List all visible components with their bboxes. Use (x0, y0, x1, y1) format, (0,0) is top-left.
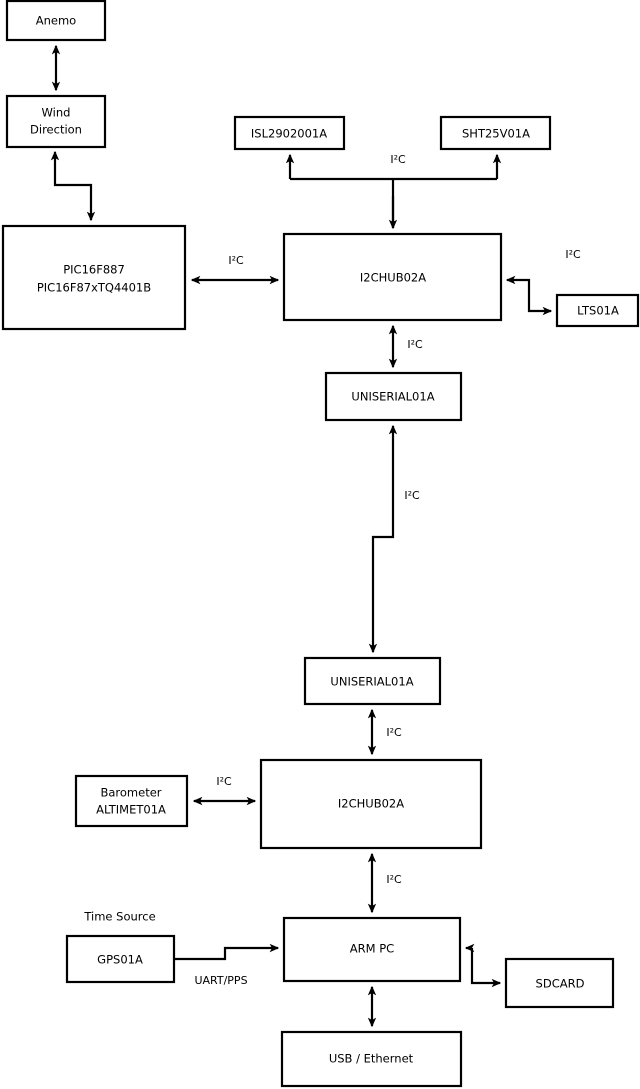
node-lts01a[interactable]: LTS01A (555, 293, 640, 328)
edge-wind-pic (50, 150, 96, 222)
edge-hub-bot-armpc: I²C (367, 852, 402, 914)
edge-label-barometer-hub: I²C (216, 775, 232, 788)
node-sdcard[interactable]: SDCARD (504, 957, 615, 1009)
node-usb-ethernet[interactable]: USB / Ethernet (280, 1030, 463, 1088)
node-label-wind-line1: Wind (42, 106, 71, 120)
edge-label-hub-lts: I²C (565, 248, 581, 261)
edge-uniserial-dn-hub-bot: I²C (367, 708, 402, 756)
edge-label-hub-armpc: I²C (386, 873, 402, 886)
node-wind-direction[interactable]: Wind Direction (5, 94, 107, 149)
edge-label-uniserial-hub-bot: I²C (386, 726, 402, 739)
node-label-wind-line2: Direction (30, 123, 82, 137)
node-barometer[interactable]: Barometer ALTIMET01A (74, 774, 189, 828)
node-label-sdcard: SDCARD (536, 977, 585, 991)
node-label-uniserial-dn: UNISERIAL01A (330, 675, 413, 689)
node-label-isl: ISL2902001A (251, 127, 327, 141)
edge-hub-top-sensors: I²C (285, 153, 502, 230)
edge-label-gps-armpc: UART/PPS (194, 974, 247, 987)
node-gps01a[interactable]: GPS01A (65, 934, 176, 984)
node-label-usbeth: USB / Ethernet (329, 1052, 414, 1066)
label-time-source: Time Source (83, 910, 155, 924)
node-label-barometer-line2: ALTIMET01A (96, 803, 166, 817)
node-uniserial01a-upper[interactable]: UNISERIAL01A (324, 371, 463, 422)
node-uniserial01a-lower[interactable]: UNISERIAL01A (303, 656, 442, 706)
node-i2chub02a-top[interactable]: I2CHUB02A (282, 232, 503, 322)
node-sht25v01a[interactable]: SHT25V01A (439, 115, 552, 151)
edge-label-hub-sensors: I²C (390, 153, 406, 166)
node-label-pic-line2: PIC16F87xTQ4401B (37, 281, 151, 295)
node-isl2902001a[interactable]: ISL2902001A (233, 115, 346, 151)
node-label-armpc: ARM PC (350, 942, 394, 956)
edge-barometer-hub-bot: I²C (192, 775, 257, 806)
edge-label-uniserial-uniserial: I²C (404, 489, 420, 502)
node-i2chub02a-bottom[interactable]: I2CHUB02A (259, 758, 483, 850)
node-label-gps: GPS01A (97, 953, 143, 967)
node-label-barometer-line1: Barometer (100, 786, 161, 800)
edge-hub-top-uniserial-up: I²C (388, 324, 423, 369)
edge-gps-armpc: UART/PPS (174, 943, 280, 987)
node-label-sht: SHT25V01A (462, 127, 530, 141)
node-label-uniserial-up: UNISERIAL01A (351, 390, 434, 404)
node-label-hub-top: I2CHUB02A (360, 271, 426, 285)
node-label-lts: LTS01A (577, 304, 619, 318)
node-label-anemo: Anemo (36, 14, 76, 28)
edge-label-hub-uniserial: I²C (407, 338, 423, 351)
edge-uniserial-uniserial: I²C (368, 424, 420, 654)
edge-armpc-sdcard (464, 943, 502, 988)
edge-pic-hub-top: I²C (190, 254, 280, 285)
node-arm-pc[interactable]: ARM PC (282, 916, 462, 983)
node-label-pic-line1: PIC16F887 (63, 263, 125, 277)
edge-hub-top-lts: I²C (505, 248, 581, 316)
node-pic-mcu[interactable]: PIC16F887 PIC16F87xTQ4401B (1, 224, 187, 331)
node-label-hub-bot: I2CHUB02A (338, 797, 404, 811)
node-anemo[interactable]: Anemo (5, 0, 107, 42)
edge-label-pic-hub: I²C (228, 254, 244, 267)
